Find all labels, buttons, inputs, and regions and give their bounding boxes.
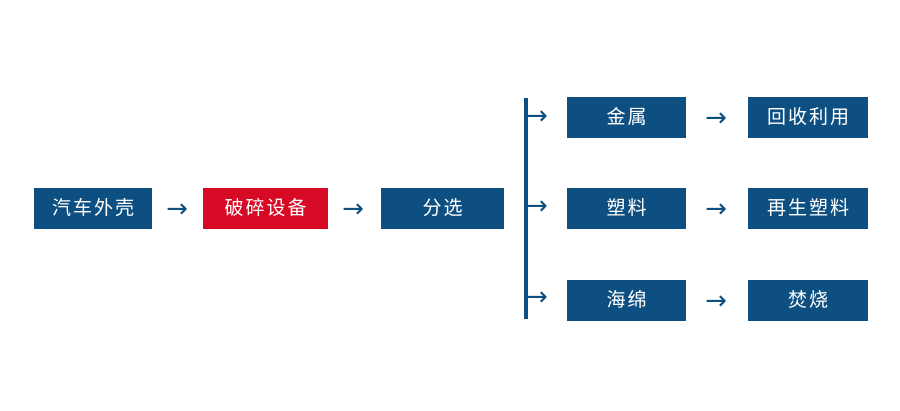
node-metal-output[interactable]: 回收利用	[748, 97, 868, 138]
node-metal[interactable]: 金属	[567, 97, 686, 138]
branch-arrow-sponge-icon: →	[526, 282, 548, 312]
branch-bus-line	[524, 98, 528, 319]
branch-arrow-metal-icon: →	[526, 101, 548, 131]
arrow-metal-to-output-icon: →	[705, 103, 727, 133]
arrow-source-to-shredder-icon: →	[166, 194, 188, 224]
arrow-sponge-to-output-icon: →	[705, 286, 727, 316]
node-sorting[interactable]: 分选	[381, 188, 504, 229]
node-shredder[interactable]: 破碎设备	[203, 188, 328, 229]
node-sponge[interactable]: 海绵	[567, 280, 686, 321]
arrow-plastic-to-output-icon: →	[705, 194, 727, 224]
node-plastic-output[interactable]: 再生塑料	[748, 188, 868, 229]
node-sponge-output[interactable]: 焚烧	[748, 280, 868, 321]
branch-arrow-plastic-icon: →	[526, 191, 548, 221]
arrow-shredder-to-sorting-icon: →	[342, 194, 364, 224]
node-source[interactable]: 汽车外壳	[34, 188, 152, 229]
node-plastic[interactable]: 塑料	[567, 188, 686, 229]
